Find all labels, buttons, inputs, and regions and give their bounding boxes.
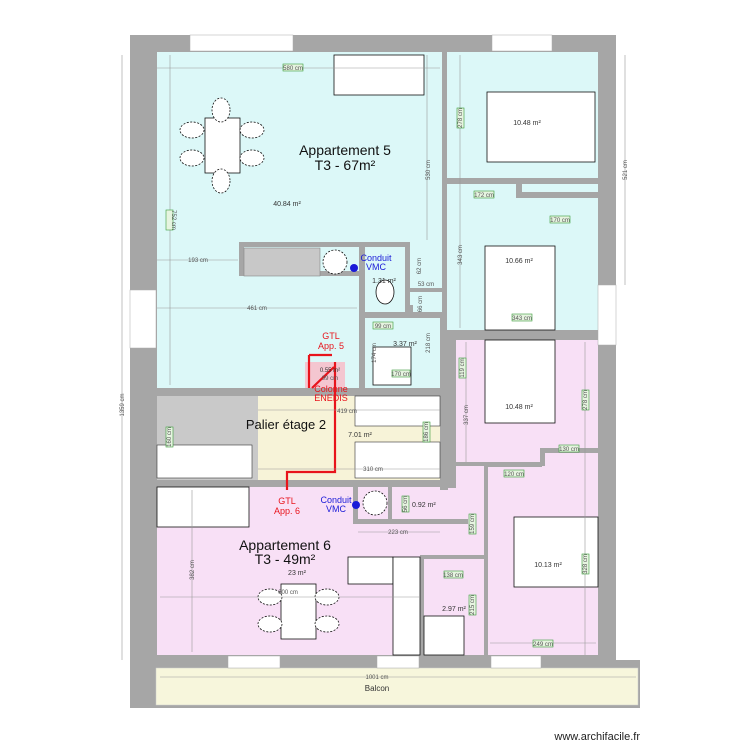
stairs (156, 395, 441, 479)
dim-193: 193 cm (188, 258, 208, 264)
landing-area: 7.01 m² (348, 432, 372, 439)
dim-278-b: 278 cm (583, 390, 589, 410)
dim-120: 120 cm (504, 472, 524, 478)
apt5-bedroom-1-area: 10.48 m² (513, 120, 541, 127)
bed-apt6-1 (484, 339, 556, 424)
apt6-bedroom-1-area: 10.48 m² (505, 404, 533, 411)
apt6-living-area: 23 m² (288, 570, 307, 577)
apt6-bedroom-2-area: 10.13 m² (534, 562, 562, 569)
shower-apt5 (372, 346, 412, 386)
dim-99-shaft: 99 cm (322, 376, 338, 382)
apt5-name: Appartement 5 (299, 142, 391, 158)
dim-278: 278 cm (458, 108, 464, 128)
dim-186: 186 cm (424, 422, 430, 442)
water-heater-apt6 (362, 490, 388, 516)
enedis-label-1: Colonne (314, 384, 348, 394)
dim-530: 530 cm (426, 160, 432, 180)
dim-160: 160 cm (167, 427, 173, 447)
furniture (156, 54, 599, 656)
gtl5-label-1: GTL (322, 331, 340, 341)
dim-130: 130 cm (559, 447, 579, 453)
gtl5-label-2: App. 5 (318, 341, 344, 351)
dim-66: 66 cm (418, 296, 424, 312)
dim-170-bath: 170 cm (391, 372, 411, 378)
dim-170: 170 cm (550, 218, 570, 224)
dim-119: 119 cm (460, 358, 466, 377)
dimension-labels: 580 cm 752 cm 530 cm 193 cm 461 cm 62 cm… (120, 63, 629, 681)
dim-337: 337 cm (464, 405, 470, 425)
landing-name: Palier étage 2 (246, 417, 326, 432)
balcony-label: Balcon (365, 684, 389, 693)
apt5-bath-area: 3.37 m² (393, 341, 417, 348)
dim-249: 249 cm (533, 642, 553, 648)
dim-343: 343 cm (512, 316, 532, 322)
apt6-bath-area: 2.97 m² (442, 606, 466, 613)
dim-138: 138 cm (443, 573, 463, 579)
dim-1359: 1359 cm (120, 393, 126, 416)
gtl-wiring (285, 353, 337, 490)
apt5-living-area: 40.84 m² (273, 201, 301, 208)
dim-382: 382 cm (190, 560, 196, 580)
vmc6-label-2: VMC (326, 504, 347, 514)
shower-apt6 (423, 615, 465, 656)
sofa-apt5 (333, 54, 425, 96)
gtl6-label-1: GTL (278, 496, 296, 506)
apt5-type: T3 - 67m² (315, 157, 376, 173)
vmc-duct-apt5 (350, 264, 358, 272)
apt6-name: Appartement 6 (239, 537, 331, 553)
dim-343-vertical: 343 cm (458, 245, 464, 265)
watermark: www.archifacile.fr (553, 731, 640, 743)
dim-752: 752 cm (170, 210, 176, 230)
vmc5-label-1: Conduit (360, 253, 392, 263)
dim-310: 310 cm (363, 467, 383, 473)
shaft-area: 0.55 m² (320, 368, 340, 374)
dining-table-apt5 (204, 117, 241, 174)
apt6-wc-area: 0.92 m² (412, 502, 436, 509)
gtl6-label-2: App. 6 (274, 506, 300, 516)
dim-56: 56 cm (403, 496, 409, 512)
apt6-wc (393, 490, 438, 520)
dim-159: 159 cm (470, 514, 476, 534)
apt5-closet (413, 246, 442, 312)
vmc-duct-apt6 (352, 501, 360, 509)
dim-223: 223 cm (388, 530, 408, 536)
enedis-label-2: ENEDIS (314, 393, 348, 403)
dimension-lines (121, 55, 636, 678)
dim-215: 215 cm (470, 595, 476, 615)
bed-apt6-2 (513, 516, 599, 588)
kitchen-counter (392, 556, 421, 656)
apt6-type: T3 - 49m² (255, 551, 316, 567)
balcony (155, 667, 639, 706)
sofa-apt6 (156, 486, 250, 528)
toilet-apt5 (375, 279, 395, 305)
vmc6-label-1: Conduit (320, 495, 352, 505)
windows (129, 34, 617, 669)
vmc5-label-2: VMC (366, 262, 387, 272)
dining-table-apt6 (280, 583, 317, 640)
dim-580: 580 cm (283, 66, 303, 72)
bed-apt5-1 (486, 91, 596, 163)
dim-172: 172 cm (474, 193, 494, 199)
dim-62: 62 cm (417, 258, 423, 274)
balcony-length: 1001 cm (365, 675, 388, 681)
water-heater-apt5 (322, 249, 348, 275)
dim-328: 328 cm (583, 554, 589, 574)
dim-53: 53 cm (418, 282, 434, 288)
dim-419: 419 cm (337, 409, 357, 415)
dim-174: 174 cm (372, 343, 378, 363)
dim-99: 99 cm (375, 324, 391, 330)
apt5-bedroom-2-area: 10.66 m² (505, 258, 533, 265)
apt5-wc-area: 1.31 m² (372, 278, 396, 285)
dim-521: 521 cm (623, 160, 629, 180)
dim-600: 600 cm (278, 590, 298, 596)
dim-218: 218 cm (426, 333, 432, 353)
dim-461: 461 cm (247, 306, 267, 312)
kitchen-island (347, 556, 394, 585)
